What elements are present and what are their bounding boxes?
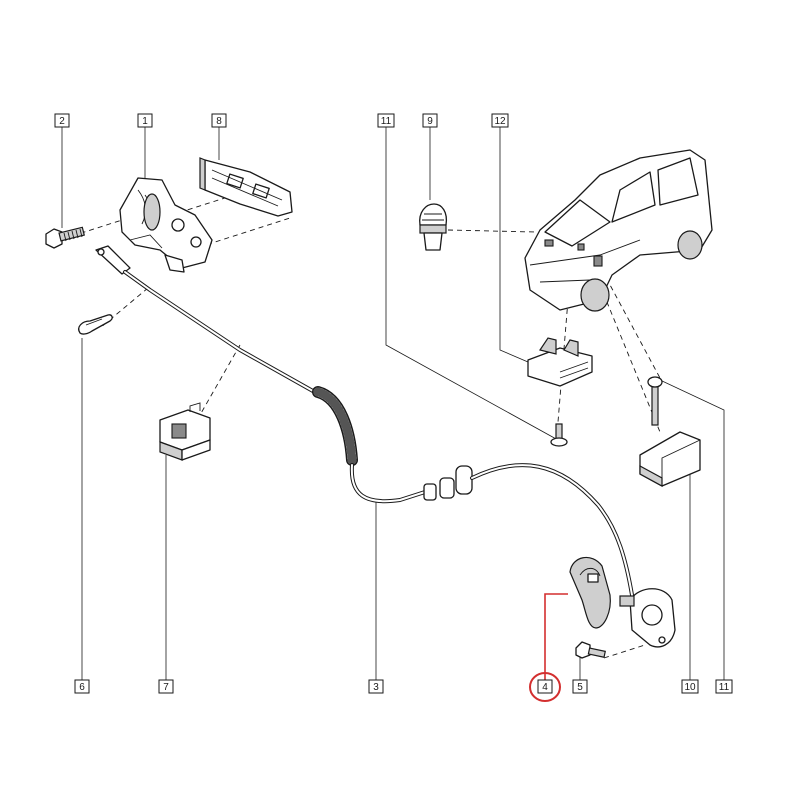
callout-5: 5: [572, 679, 588, 694]
hood-latch-part-1: [119, 177, 213, 273]
switch-part-10: [639, 376, 701, 488]
highlight-leader: [544, 593, 568, 680]
svg-text:1: 1: [142, 116, 148, 127]
callout-8: 8: [211, 113, 227, 128]
svg-text:6: 6: [79, 682, 85, 693]
cable-clip-part-6: [78, 314, 113, 335]
svg-text:2: 2: [59, 116, 65, 127]
bolt-part-2: [45, 226, 85, 249]
svg-text:11: 11: [719, 682, 730, 693]
screw-part-11: [550, 423, 568, 447]
callout-4: 4: [537, 679, 553, 694]
svg-text:3: 3: [373, 682, 379, 693]
callout-7: 7: [158, 679, 174, 694]
callout-10: 10: [681, 679, 699, 694]
svg-text:11: 11: [381, 116, 392, 127]
callout-2: 2: [54, 113, 70, 128]
callout-1: 1: [137, 113, 153, 128]
cable-guide-part-7: [159, 402, 211, 461]
callout-11-bottom: 11: [715, 679, 733, 694]
release-handle-part-4: [569, 556, 611, 629]
svg-text:8: 8: [216, 116, 222, 127]
svg-text:10: 10: [684, 682, 696, 693]
leader-lines: [61, 127, 725, 680]
callout-12: 12: [491, 113, 509, 128]
support-bracket-part-12: [527, 337, 593, 387]
callout-9: 9: [422, 113, 438, 128]
callout-11-top: 11: [377, 113, 395, 128]
release-housing: [619, 588, 676, 648]
striker-plate-part-8: [199, 157, 293, 217]
callout-3: 3: [368, 679, 384, 694]
svg-text:9: 9: [427, 116, 433, 127]
svg-text:7: 7: [163, 682, 169, 693]
highlight-ring: [529, 672, 561, 702]
callout-6: 6: [74, 679, 90, 694]
screw-part-5: [575, 641, 606, 659]
svg-text:5: 5: [577, 682, 583, 693]
rubber-bumper-part-9: [419, 203, 448, 251]
release-cable-part-3: [95, 245, 634, 597]
svg-text:4: 4: [542, 682, 548, 693]
svg-text:12: 12: [494, 116, 506, 127]
vehicle-illustration: [524, 149, 713, 312]
